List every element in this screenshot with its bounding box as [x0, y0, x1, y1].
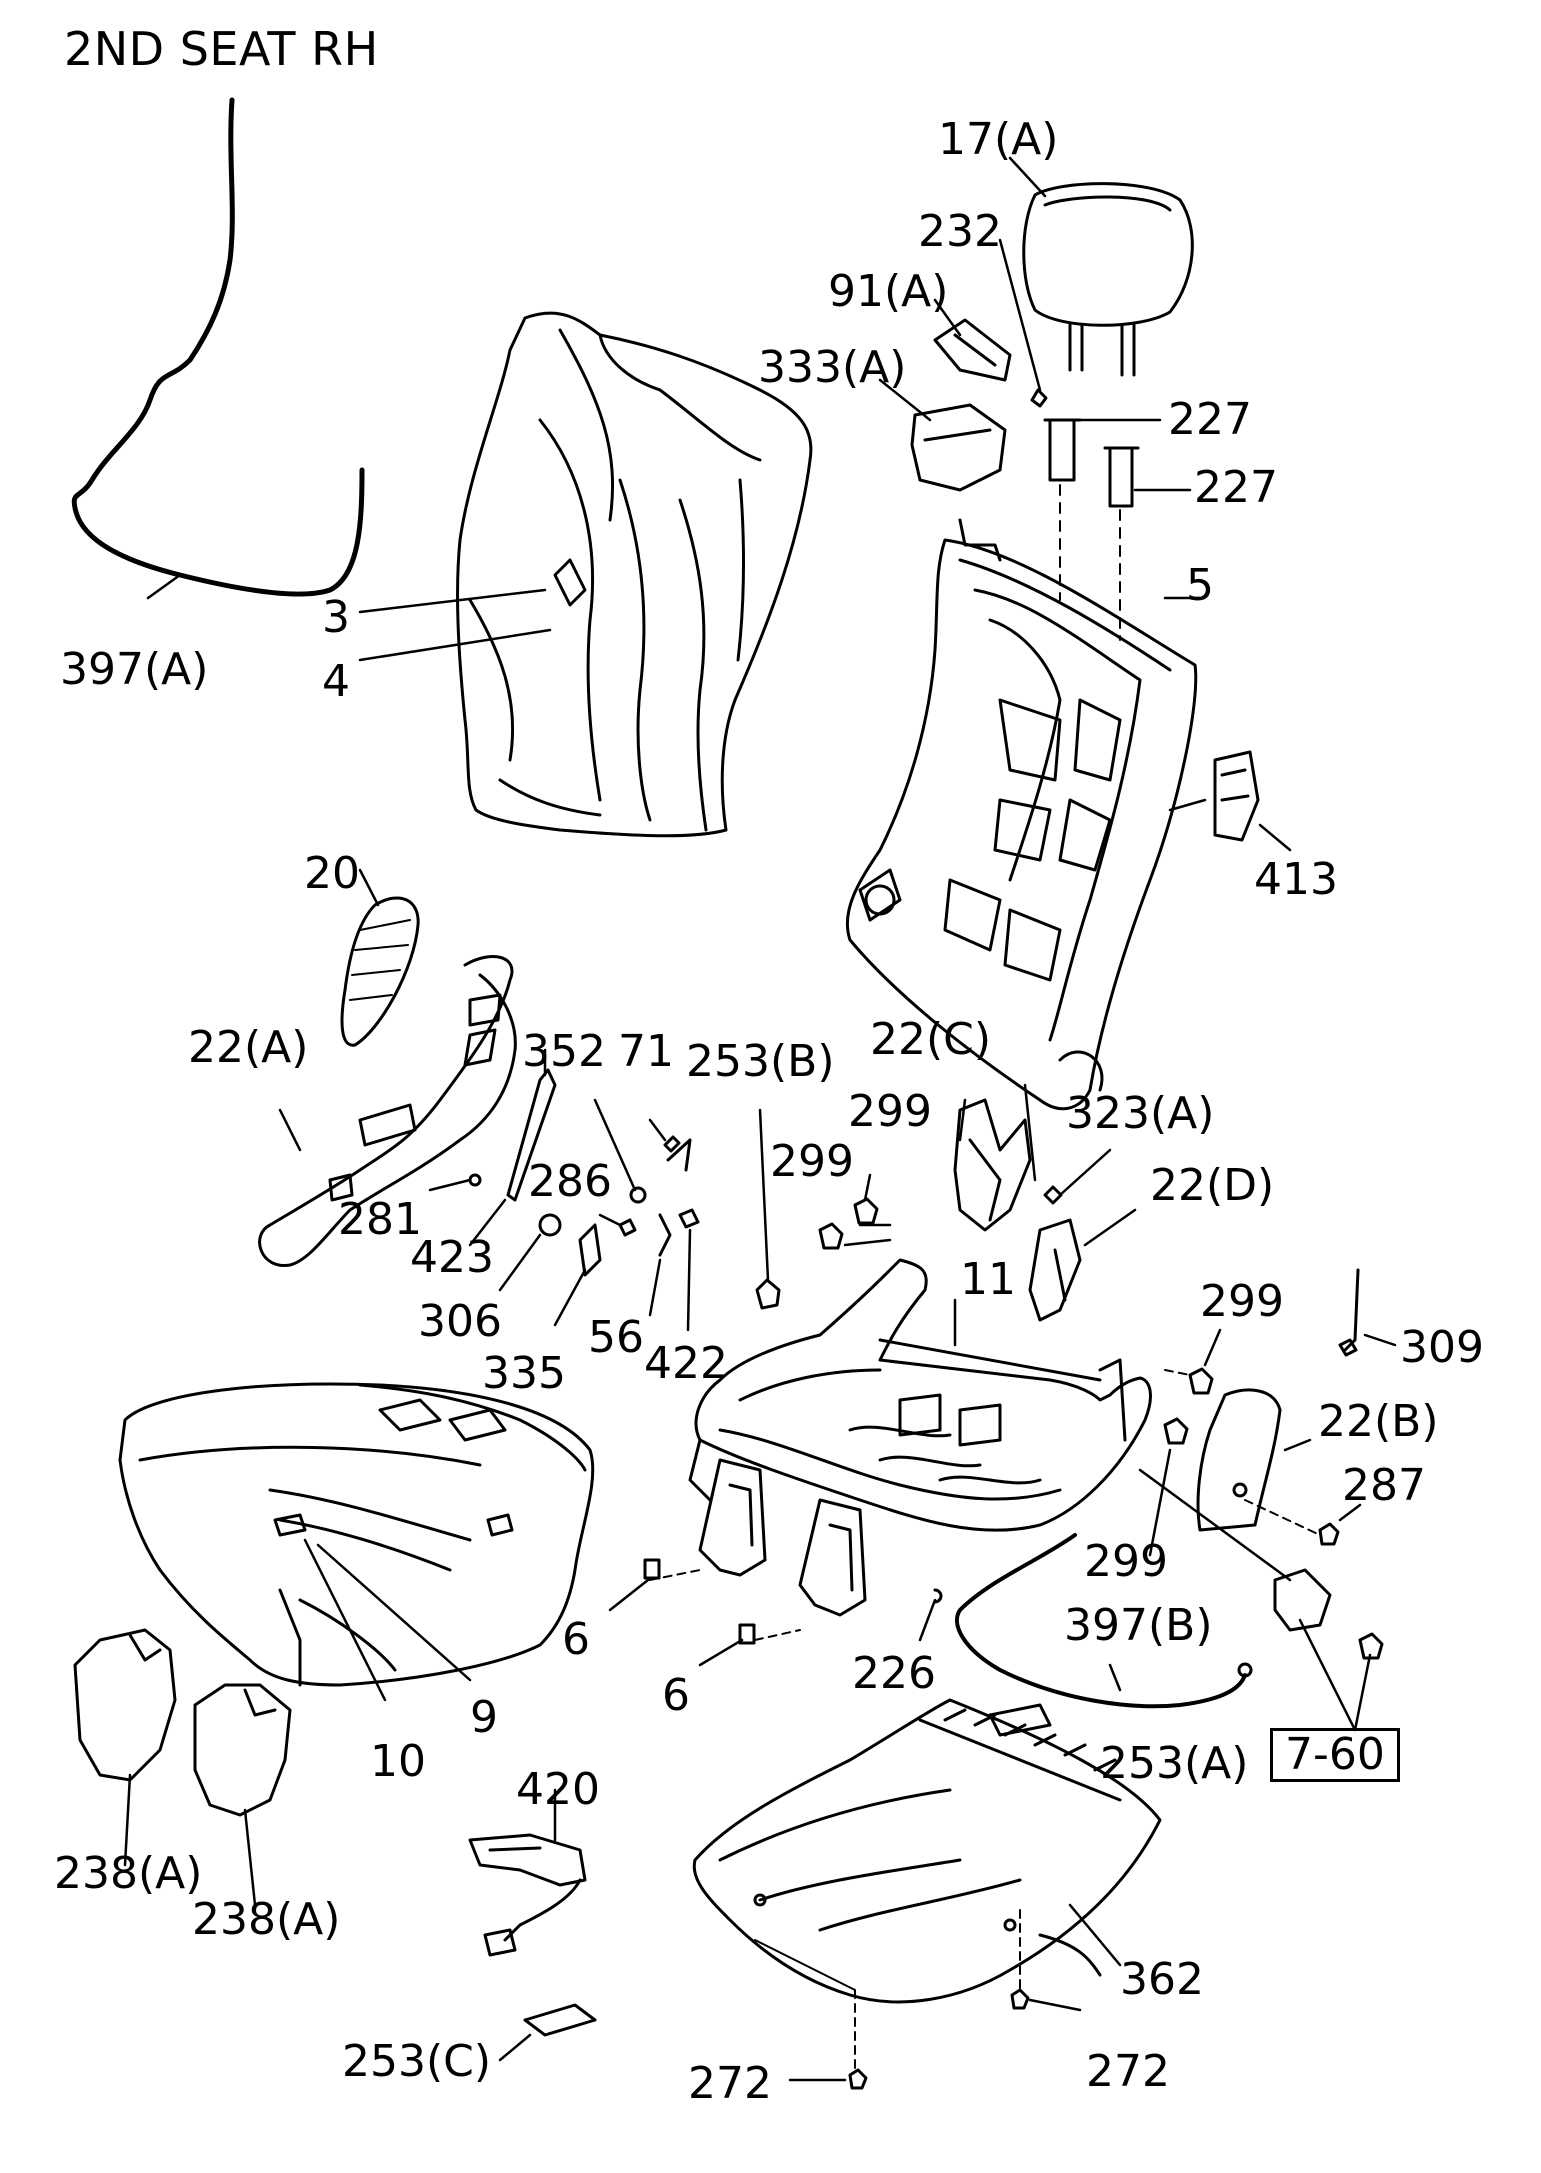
- callout-306: 306: [418, 1296, 502, 1347]
- callout-253a: 253(A): [1100, 1738, 1249, 1789]
- callout-238a-left: 238(A): [54, 1848, 203, 1899]
- clip-253b: [755, 1108, 781, 1310]
- callout-22d: 22(D): [1150, 1160, 1275, 1211]
- callout-227-lower: 227: [1194, 462, 1278, 513]
- seat-frame-11: [688, 1258, 1152, 1532]
- mechanism-small-parts: [428, 1048, 700, 1332]
- seatback-frame-5: [845, 518, 1202, 1111]
- bolts-299-lower: [1148, 1328, 1222, 1557]
- callout-281: 281: [338, 1194, 422, 1245]
- rod-309: [1338, 1268, 1397, 1357]
- bolts-272: [754, 1909, 1082, 2090]
- callout-71: 71: [618, 1026, 674, 1077]
- leg-covers-238a: [73, 1628, 292, 1907]
- callout-287: 287: [1342, 1460, 1426, 1511]
- callout-17a: 17(A): [938, 114, 1059, 165]
- callout-3: 3: [322, 592, 350, 643]
- diagram-title: 2ND SEAT RH: [64, 22, 379, 76]
- wire-harness-397b: [954, 1468, 1384, 1732]
- callout-91a: 91(A): [828, 266, 949, 317]
- guide-pins-227: [1043, 418, 1192, 641]
- callout-335: 335: [482, 1348, 566, 1399]
- callout-5: 5: [1186, 560, 1214, 611]
- undercover-362: [692, 1698, 1162, 2004]
- seat-legs: [608, 1458, 943, 1667]
- seatback-cover: [456, 311, 813, 838]
- callout-422: 422: [644, 1338, 728, 1389]
- callout-299-b: 299: [770, 1136, 854, 1187]
- wire-harness-397a: [71, 97, 365, 597]
- callout-299-d: 299: [1084, 1536, 1168, 1587]
- callout-333a: 333(A): [758, 342, 907, 393]
- callout-272-right: 272: [1086, 2046, 1170, 2097]
- callout-9: 9: [470, 1692, 498, 1743]
- headrest-guides: [878, 238, 1048, 492]
- callout-11: 11: [960, 1254, 1016, 1305]
- leaders-3-4: [146, 573, 552, 662]
- callout-238a-right: 238(A): [192, 1894, 341, 1945]
- callout-299-a: 299: [848, 1086, 932, 1137]
- clip-253c: [498, 2003, 597, 2062]
- bolt-287: [1244, 1499, 1362, 1546]
- headrest-17a: [1008, 156, 1194, 377]
- callout-397b: 397(B): [1064, 1600, 1213, 1651]
- side-cover-22a: [258, 955, 517, 1267]
- callout-227-upper: 227: [1168, 394, 1252, 445]
- seat-cushion-pad: [118, 1382, 595, 1702]
- callout-286: 286: [528, 1156, 612, 1207]
- callout-272-left: 272: [688, 2058, 772, 2109]
- callout-253c: 253(C): [342, 2036, 492, 2087]
- bolts-299-upper: [818, 1173, 892, 1250]
- hinge-covers-22c-22d: [953, 1083, 1137, 1322]
- callout-352: 352: [522, 1026, 606, 1077]
- callout-22b: 22(B): [1318, 1396, 1439, 1447]
- callout-56: 56: [588, 1312, 644, 1363]
- callout-299-c: 299: [1200, 1276, 1284, 1327]
- callout-20: 20: [304, 848, 360, 899]
- side-cover-22b: [1196, 1388, 1312, 1532]
- callout-226: 226: [852, 1648, 936, 1699]
- callout-397a: 397(A): [60, 644, 209, 695]
- callout-232: 232: [918, 206, 1002, 257]
- callout-423: 423: [410, 1232, 494, 1283]
- bracket-420: [468, 1788, 587, 1957]
- callout-4: 4: [322, 656, 350, 707]
- callout-362: 362: [1120, 1954, 1204, 2005]
- callout-253b: 253(B): [686, 1036, 835, 1087]
- callout-323a: 323(A): [1066, 1088, 1215, 1139]
- pad-20: [340, 868, 420, 1047]
- callout-6-lower: 6: [662, 1670, 690, 1721]
- cover-413: [1168, 750, 1292, 852]
- callout-22c: 22(C): [870, 1014, 992, 1065]
- callout-420: 420: [516, 1764, 600, 1815]
- callout-22a: 22(A): [188, 1022, 309, 1073]
- callout-7-60-reference: 7-60: [1270, 1728, 1400, 1782]
- callout-309: 309: [1400, 1322, 1484, 1373]
- callout-413: 413: [1254, 854, 1338, 905]
- callout-6-upper: 6: [562, 1614, 590, 1665]
- callout-10: 10: [370, 1736, 426, 1787]
